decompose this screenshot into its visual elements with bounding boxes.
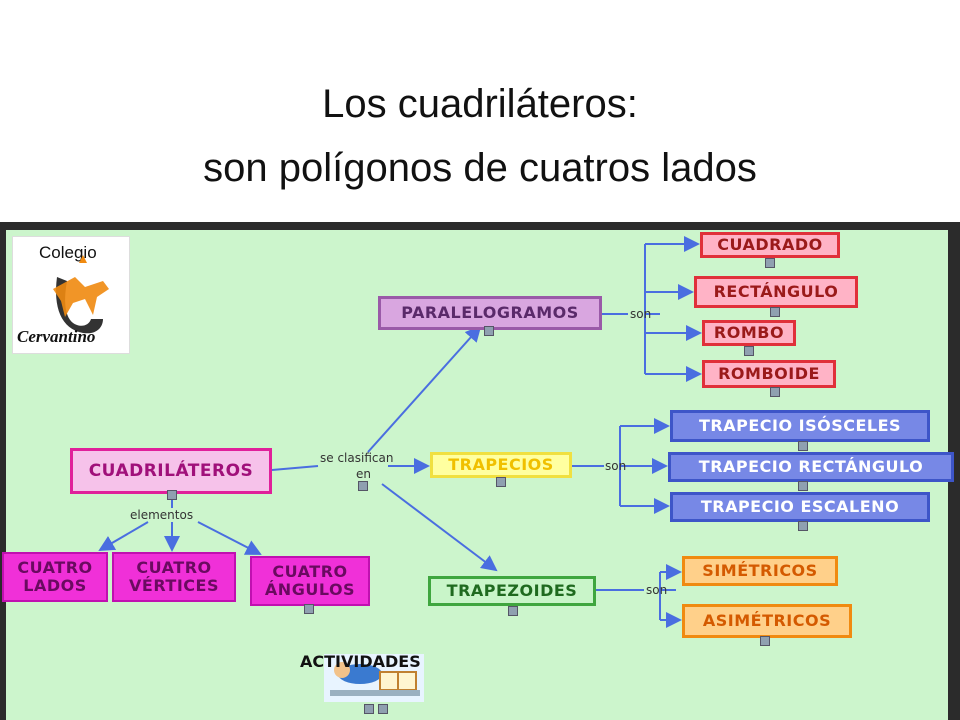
node-romboide[interactable]: ROMBOIDE xyxy=(702,360,836,388)
node-cuatro-lados[interactable]: CUATRO LADOS xyxy=(2,552,108,602)
node-cuatro-vertices[interactable]: CUATRO VÉRTICES xyxy=(112,552,236,602)
image-icon[interactable] xyxy=(167,490,177,500)
image-icon[interactable] xyxy=(770,387,780,397)
image-icon[interactable] xyxy=(760,636,770,646)
node-rombo[interactable]: ROMBO xyxy=(702,320,796,346)
image-icon[interactable] xyxy=(798,481,808,491)
node-rectangulo[interactable]: RECTÁNGULO xyxy=(694,276,858,308)
label-son-trapezoides: son xyxy=(646,583,668,597)
label-son-paralelogramos: son xyxy=(630,307,652,321)
node-trapecio-isosceles[interactable]: TRAPECIO ISÓSCELES xyxy=(670,410,930,442)
label-son-trapecios: son xyxy=(605,459,627,473)
image-icon[interactable] xyxy=(765,258,775,268)
image-icon[interactable] xyxy=(304,604,314,614)
node-trapecio-rectangulo[interactable]: TRAPECIO RECTÁNGULO xyxy=(668,452,954,482)
image-icon[interactable] xyxy=(508,606,518,616)
node-paralelogramos[interactable]: PARALELOGRAMOS xyxy=(378,296,602,330)
horse-rider-icon xyxy=(53,255,109,334)
image-icon[interactable] xyxy=(358,481,368,491)
node-line: ÁNGULOS xyxy=(264,580,356,599)
node-line: VÉRTICES xyxy=(129,576,219,595)
logo-text-bottom: Cervantino xyxy=(17,327,96,346)
node-line: CUATRO xyxy=(17,558,93,577)
image-icon[interactable] xyxy=(744,346,754,356)
image-icon[interactable] xyxy=(770,307,780,317)
reading-child-icon xyxy=(324,654,424,702)
image-icon[interactable] xyxy=(798,521,808,531)
label-elementos: elementos xyxy=(130,508,194,522)
node-cuadrado[interactable]: CUADRADO xyxy=(700,232,840,258)
image-icon[interactable] xyxy=(798,441,808,451)
image-icon[interactable] xyxy=(484,326,494,336)
node-trapezoides[interactable]: TRAPEZOIDES xyxy=(428,576,596,606)
node-trapecios[interactable]: TRAPECIOS xyxy=(430,452,572,478)
label-se-clasifican: se clasifican xyxy=(320,451,394,465)
title-line-1: Los cuadriláteros: xyxy=(322,82,638,126)
image-icon[interactable] xyxy=(496,477,506,487)
node-simetricos[interactable]: SIMÉTRICOS xyxy=(682,556,838,586)
colegio-cervantino-logo: Colegio Cervantino xyxy=(12,236,130,354)
node-line: LADOS xyxy=(23,576,87,595)
actividades-link[interactable]: ACTIVIDADES xyxy=(300,652,421,671)
label-en: en xyxy=(356,467,371,481)
node-cuatro-angulos[interactable]: CUATRO ÁNGULOS xyxy=(250,556,370,606)
node-cuadrilateros[interactable]: CUADRILÁTEROS xyxy=(70,448,272,494)
image-icon[interactable] xyxy=(364,704,374,714)
node-line: CUATRO xyxy=(136,558,212,577)
image-icon[interactable] xyxy=(378,704,388,714)
node-line: CUATRO xyxy=(272,562,348,581)
node-trapecio-escaleno[interactable]: TRAPECIO ESCALENO xyxy=(670,492,930,522)
title-line-2: son polígonos de cuatros lados xyxy=(203,146,757,190)
node-asimetricos[interactable]: ASIMÉTRICOS xyxy=(682,604,852,638)
